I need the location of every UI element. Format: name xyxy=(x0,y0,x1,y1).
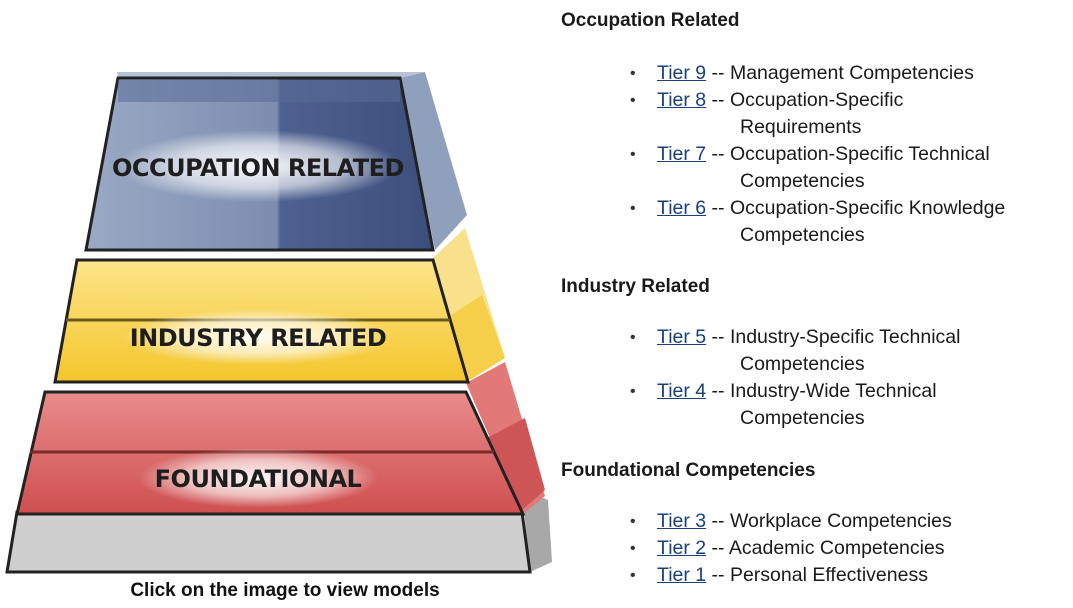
separator: -- xyxy=(706,143,730,165)
list-item: Tier 9 -- Management Competencies xyxy=(630,60,1005,87)
list-item: Tier 8 -- Occupation-Specific Requiremen… xyxy=(630,87,1005,141)
tier-description: Industry-Wide Technical xyxy=(729,380,937,402)
tier-list-industry: Tier 5 -- Industry-Specific Technical Co… xyxy=(630,324,960,432)
separator: -- xyxy=(706,537,729,559)
pyramid-foundational-layer[interactable]: FOUNDATIONAL xyxy=(15,362,545,516)
pyramid-industry-layer[interactable]: INDUSTRY RELATED xyxy=(53,228,505,384)
list-item: Tier 4 -- Industry-Wide Technical Compet… xyxy=(630,378,960,432)
tier-description: Occupation-Specific xyxy=(729,89,904,111)
tier-description: Academic Competencies xyxy=(728,537,945,559)
tier-7-link[interactable]: Tier 7 xyxy=(657,143,707,165)
section-heading-industry: Industry Related xyxy=(561,276,710,297)
tier-list-foundational: Tier 3 -- Workplace Competencies Tier 2 … xyxy=(630,508,952,589)
tier-3-link[interactable]: Tier 3 xyxy=(657,510,707,532)
separator: -- xyxy=(706,380,730,402)
list-item: Tier 7 -- Occupation-Specific Technical … xyxy=(630,141,1005,195)
list-item: Tier 3 -- Workplace Competencies xyxy=(630,508,952,535)
foundational-label: FOUNDATIONAL xyxy=(155,465,362,493)
separator: -- xyxy=(706,62,730,84)
tier-6-link[interactable]: Tier 6 xyxy=(657,197,707,219)
tier-description: Workplace Competencies xyxy=(729,510,952,532)
industry-label: INDUSTRY RELATED xyxy=(130,324,387,352)
tier-9-link[interactable]: Tier 9 xyxy=(657,62,707,84)
separator: -- xyxy=(706,197,730,219)
separator: -- xyxy=(706,564,730,586)
list-item: Tier 6 -- Occupation-Specific Knowledge … xyxy=(630,195,1005,249)
tier-4-link[interactable]: Tier 4 xyxy=(657,380,707,402)
separator: -- xyxy=(706,89,730,111)
pyramid-caption: Click on the image to view models xyxy=(130,580,440,601)
tier-2-link[interactable]: Tier 2 xyxy=(657,537,707,559)
tier-description: Personal Effectiveness xyxy=(729,564,928,586)
tier-description-continued: Requirements xyxy=(740,116,862,138)
tier-description-continued: Competencies xyxy=(740,224,865,246)
separator: -- xyxy=(706,326,730,348)
list-item: Tier 5 -- Industry-Specific Technical Co… xyxy=(630,324,960,378)
list-item: Tier 1 -- Personal Effectiveness xyxy=(630,562,952,589)
competency-pyramid-image[interactable]: FOUNDATIONAL INDUSTRY RELATED OCCUPATION… xyxy=(0,60,560,580)
tier-5-link[interactable]: Tier 5 xyxy=(657,326,707,348)
section-heading-occupation: Occupation Related xyxy=(561,10,740,31)
tier-description: Management Competencies xyxy=(729,62,974,84)
separator: -- xyxy=(706,510,730,532)
list-item: Tier 2 -- Academic Competencies xyxy=(630,535,952,562)
pyramid-occupation-layer[interactable]: OCCUPATION RELATED xyxy=(84,72,467,252)
pyramid-base-layer xyxy=(5,488,552,574)
tier-description: Occupation-Specific Knowledge xyxy=(729,197,1006,219)
tier-8-link[interactable]: Tier 8 xyxy=(657,89,707,111)
tier-1-link[interactable]: Tier 1 xyxy=(657,564,707,586)
tier-description-continued: Competencies xyxy=(740,353,865,375)
tier-description-continued: Competencies xyxy=(740,170,865,192)
section-heading-foundational: Foundational Competencies xyxy=(561,460,816,481)
occupation-label: OCCUPATION RELATED xyxy=(112,154,404,182)
tier-description: Occupation-Specific Technical xyxy=(729,143,990,165)
tier-description-continued: Competencies xyxy=(740,407,865,429)
tier-description: Industry-Specific Technical xyxy=(729,326,961,348)
tier-list-occupation: Tier 9 -- Management Competencies Tier 8… xyxy=(630,60,1005,249)
